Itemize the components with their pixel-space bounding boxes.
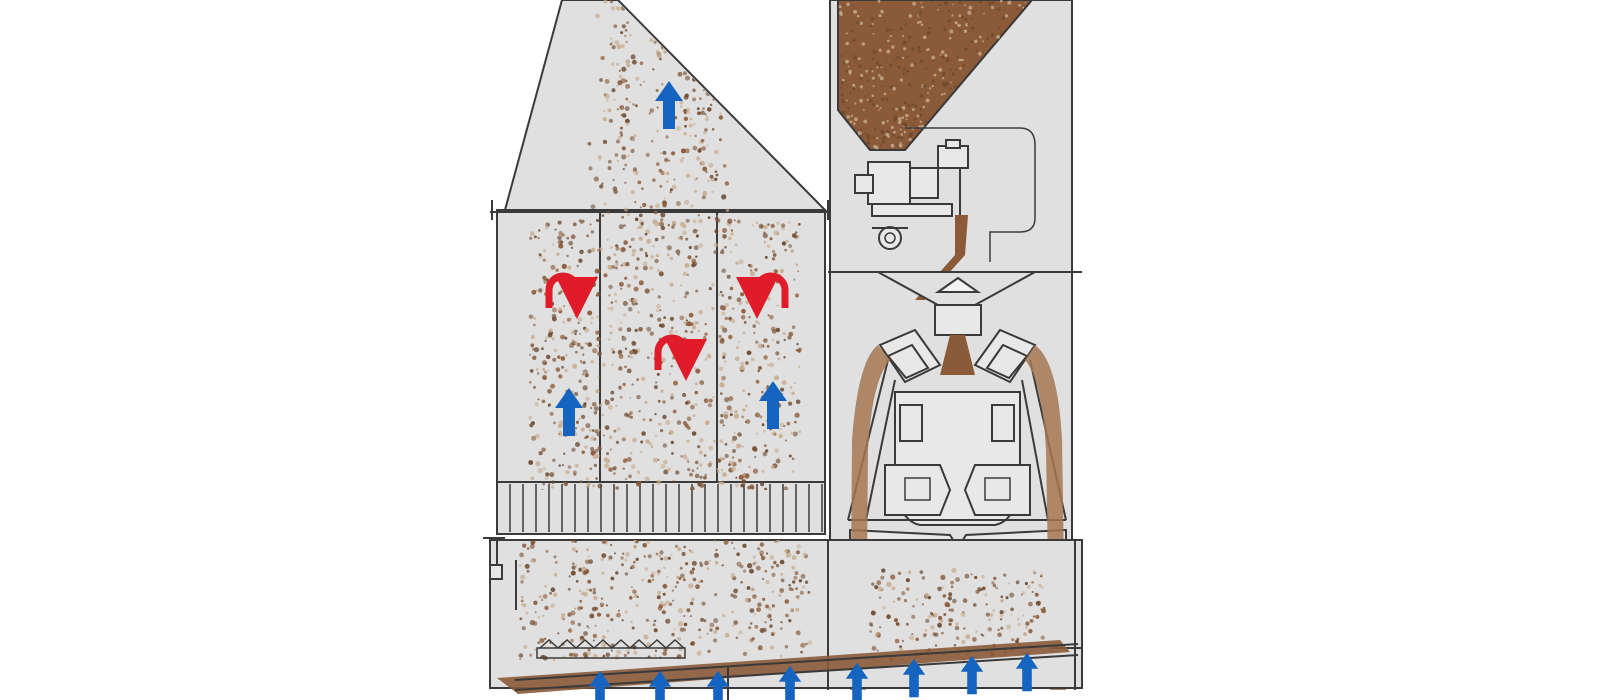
- arrow-up-icon: [588, 670, 612, 700]
- grinding-rollers: [878, 328, 1037, 384]
- collection-section: [483, 537, 1083, 700]
- airflow-arrows: [555, 81, 1039, 700]
- arrow-up-icon: [778, 665, 802, 700]
- recirculation-arrows: [545, 272, 789, 381]
- feed-stream: [915, 215, 968, 300]
- arrow-up-icon: [706, 670, 730, 700]
- bunker-and-mill: [828, 0, 1082, 690]
- arrow-up-icon: [655, 81, 683, 129]
- tower-grate-bars: [509, 484, 823, 532]
- diverter-cone: [934, 276, 982, 293]
- curved-arrow-clockwise-icon: [545, 272, 598, 319]
- lower-particles: [518, 540, 1047, 662]
- hopper-texture: [838, 0, 1028, 150]
- screw-conveyor: [536, 638, 686, 659]
- tower-grate: [496, 481, 826, 535]
- arrow-up-icon: [555, 388, 583, 436]
- curved-arrow-counterclockwise-icon: [736, 272, 789, 319]
- arrow-up-icon: [902, 658, 926, 698]
- rotary-feeder: [854, 139, 969, 250]
- arrow-up-icon: [1015, 652, 1039, 692]
- arrow-up-icon: [648, 670, 672, 700]
- arrow-up-icon: [845, 662, 869, 700]
- arrow-up-icon: [960, 655, 984, 695]
- arrow-up-icon: [759, 381, 787, 429]
- curved-arrow-clockwise-icon: [654, 334, 707, 381]
- classifier-tower: [490, 0, 832, 535]
- feeder-cabinet: [905, 127, 1036, 262]
